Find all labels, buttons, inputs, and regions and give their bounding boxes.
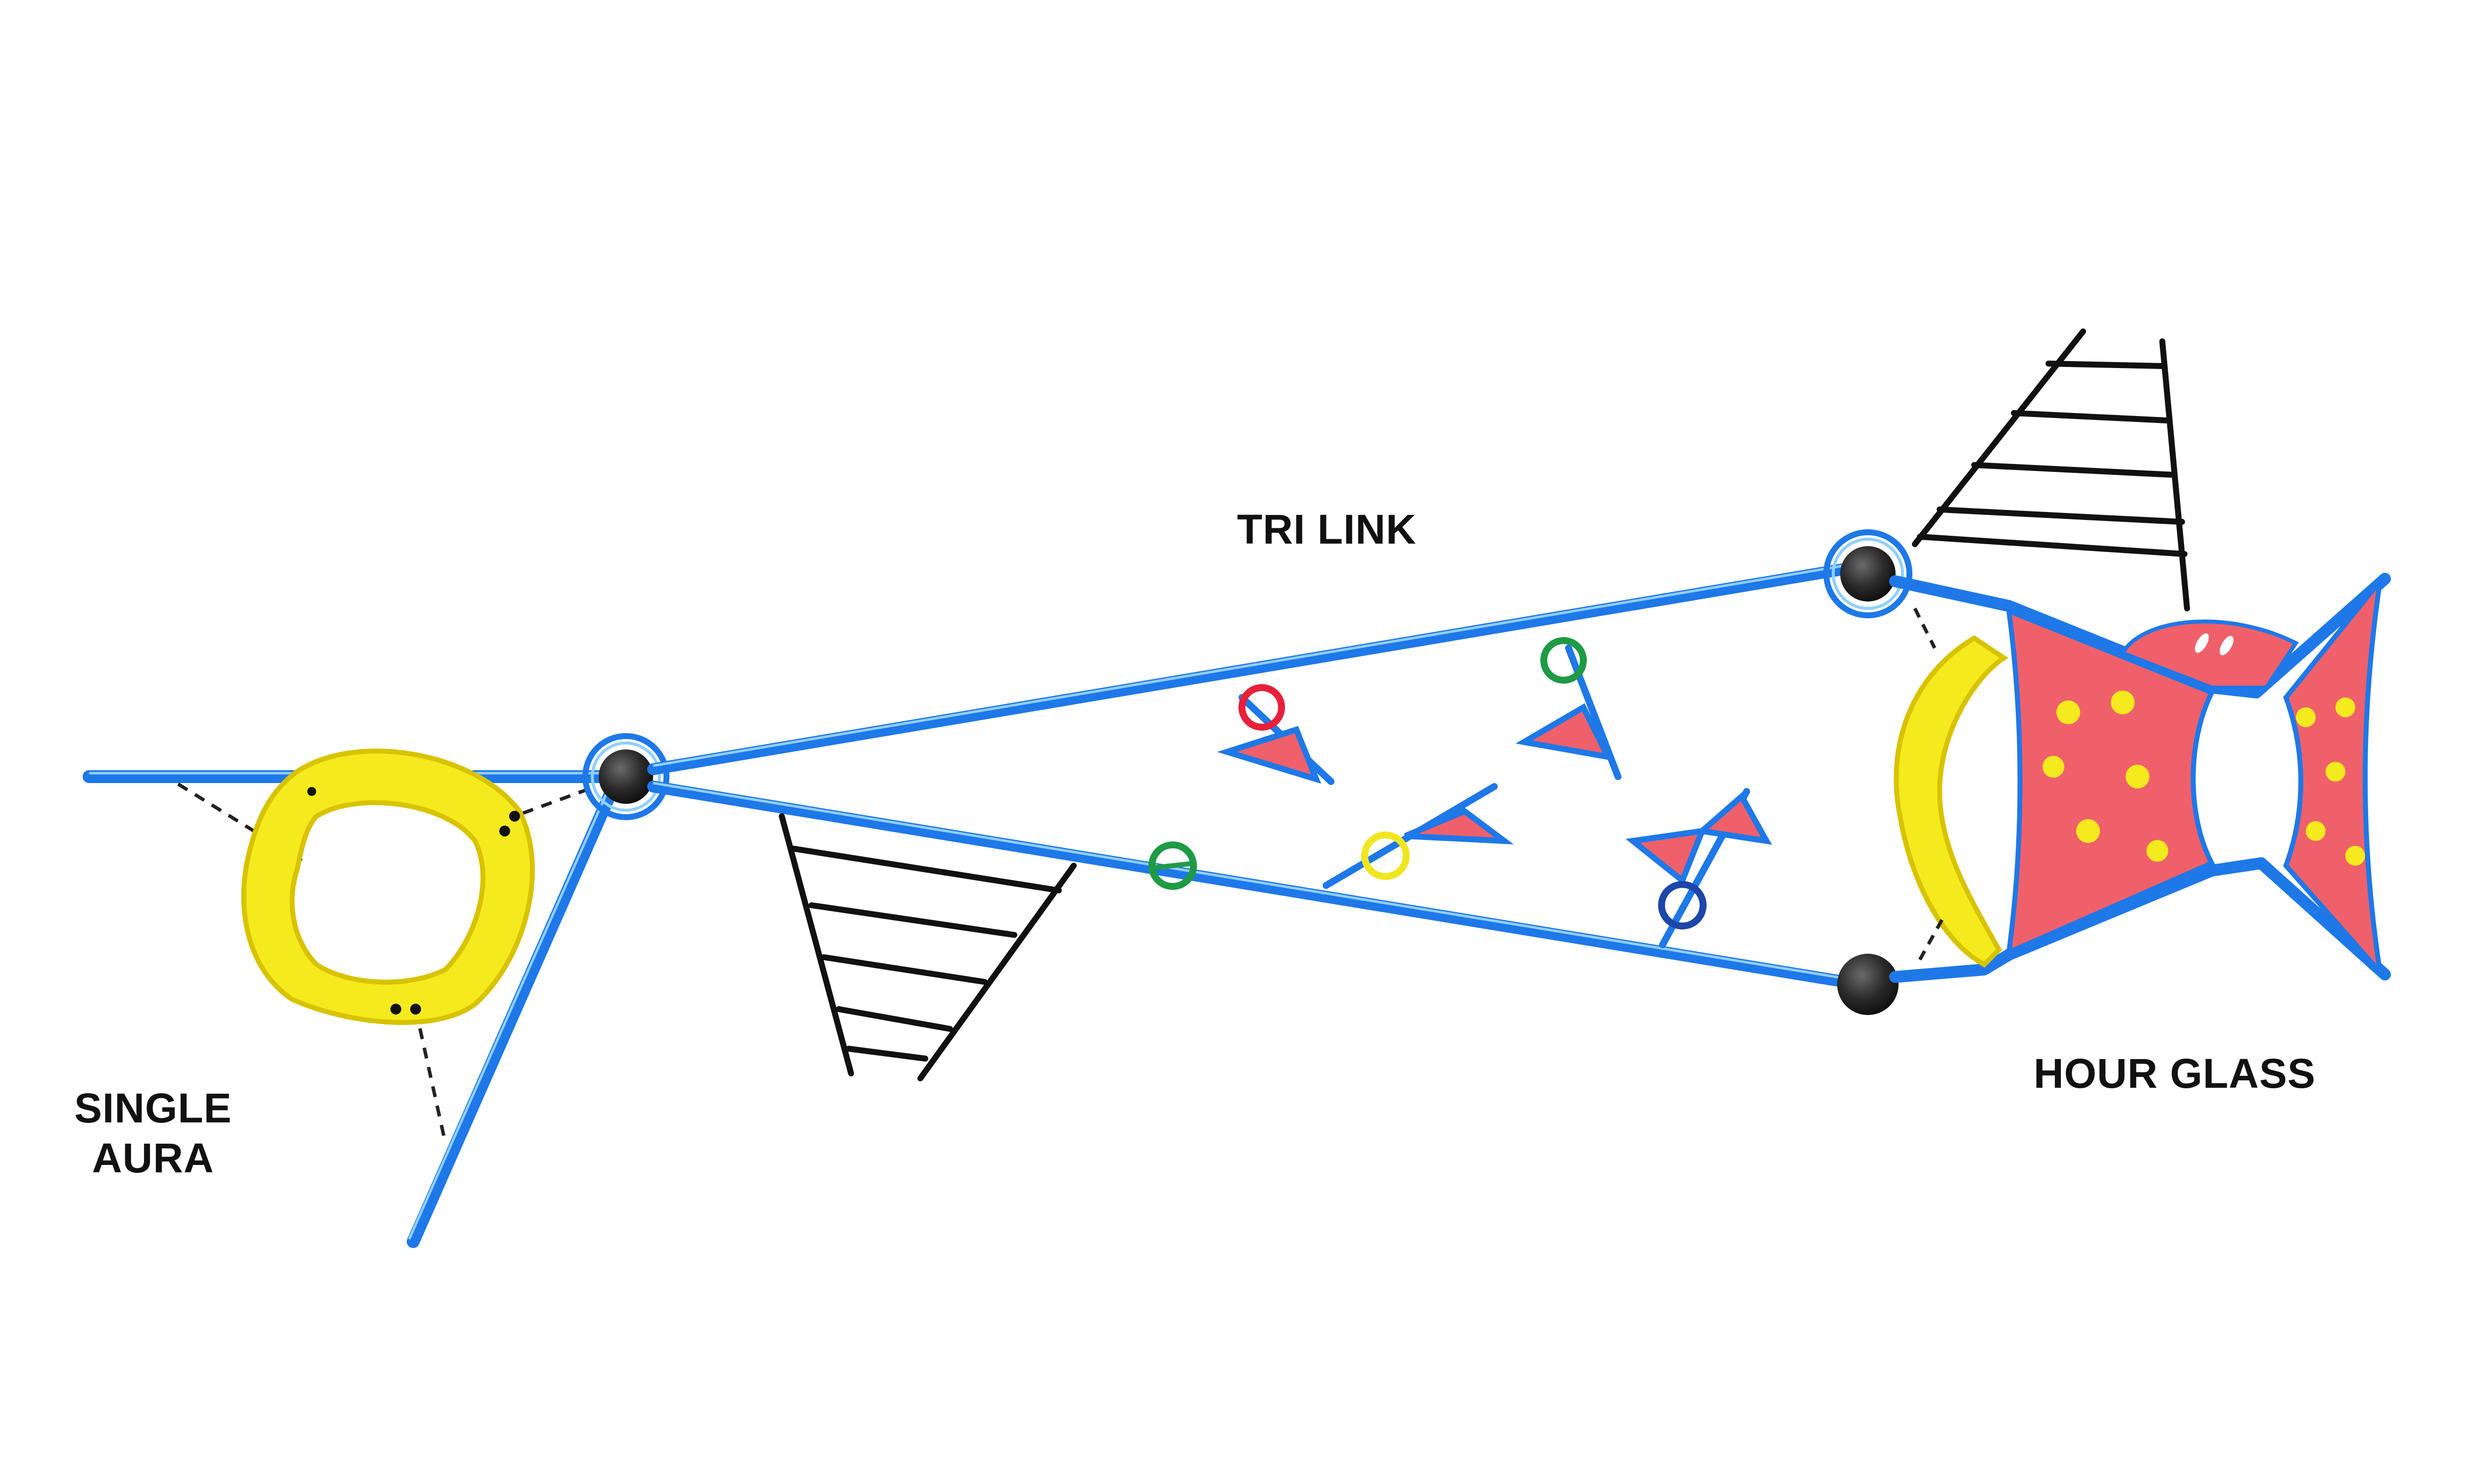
hourglass-climbing-holds: [2043, 691, 2365, 866]
hour-glass-structure: [1889, 328, 2391, 983]
hand-grip-green: [1515, 637, 1621, 780]
trilink-bottom-rail: [647, 781, 1866, 990]
single-aura-label: SINGLE AURA: [74, 1083, 232, 1183]
single-aura-structure: [83, 733, 669, 1248]
aura-diagonal-pipe: [407, 780, 620, 1248]
hour-glass-label: HOUR GLASS: [2034, 1050, 2316, 1097]
hourglass-panel-left: [2005, 607, 2215, 957]
hourglass-tethers: [1913, 607, 1947, 961]
ring-green-bottom: [1148, 841, 1197, 890]
aura-ring-yellow: [241, 748, 535, 1025]
aura-hub-connector: [582, 733, 669, 820]
aura-bolts: [307, 787, 520, 1015]
trilink-top-rail: [647, 563, 1852, 775]
single-aura-label-line2: AURA: [92, 1134, 214, 1181]
hourglass-top-dome: [2120, 619, 2299, 690]
trilink-bottom-hub: [1837, 954, 1899, 1015]
tri-link-structure: [647, 529, 1912, 1081]
hourglass-ladder-net: [1912, 328, 2190, 611]
hand-grip-yellow: [1323, 783, 1514, 889]
hand-grip-navy-bowtie: [1625, 788, 1772, 948]
single-aura-label-line1: SINGLE: [74, 1085, 232, 1131]
hourglass-yellow-grip: [1894, 635, 2009, 968]
hourglass-vents: [2195, 633, 2234, 655]
hand-grip-red: [1217, 684, 1334, 785]
trilink-ladder-net: [779, 813, 1077, 1081]
trilink-top-hub: [1823, 529, 1912, 618]
tri-link-label: TRI LINK: [1237, 506, 1417, 553]
